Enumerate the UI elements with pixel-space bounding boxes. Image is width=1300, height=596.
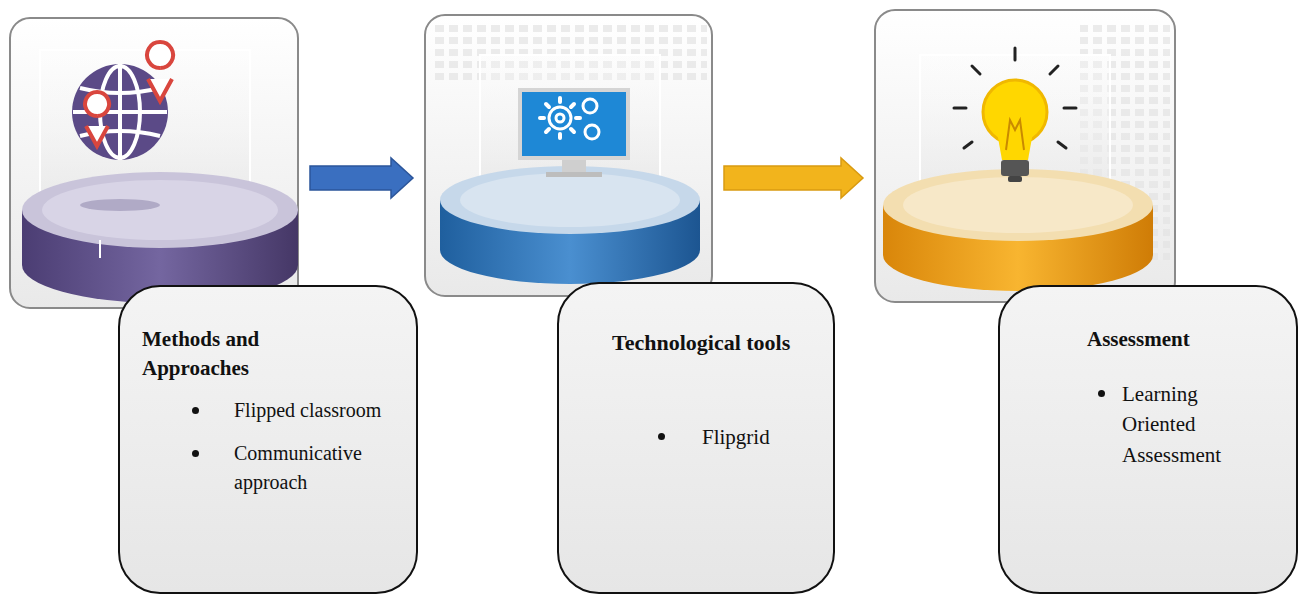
bullet-text: Flipgrid [702, 425, 770, 449]
stage-heading: Technological tools [612, 328, 802, 359]
bullet-dot [658, 433, 665, 440]
bullet-text: Learning Oriented Assessment [1122, 382, 1221, 467]
bullet-list: Flipgrid [702, 422, 822, 452]
bullet-dot [1098, 390, 1105, 397]
bullet-item: Learning Oriented Assessment [1122, 379, 1247, 470]
flow-arrow [724, 158, 863, 198]
bullet-list: Learning Oriented Assessment [1122, 379, 1247, 470]
bullet-list: Flipped classroomCommunicative approach [234, 396, 384, 497]
flow-arrow [310, 158, 413, 198]
icon-panel [10, 18, 298, 308]
bullet-item: Flipped classroom [234, 396, 384, 425]
bullet-text: Communicative approach [234, 442, 362, 493]
bullet-item: Flipgrid [702, 422, 822, 452]
bullet-item: Communicative approach [234, 439, 384, 497]
bullet-text: Flipped classroom [234, 399, 381, 421]
icon-panel [425, 15, 712, 296]
icon-panel [875, 10, 1175, 302]
bullet-dot [192, 450, 199, 457]
bullet-dot [192, 407, 199, 414]
stage-box: AssessmentLearning Oriented Assessment [998, 285, 1298, 594]
stage-box: Technological toolsFlipgrid [557, 282, 835, 594]
stage-heading: Assessment [1087, 325, 1277, 354]
stage-box: Methods and ApproachesFlipped classroomC… [118, 285, 418, 594]
stage-heading: Methods and Approaches [142, 325, 342, 384]
